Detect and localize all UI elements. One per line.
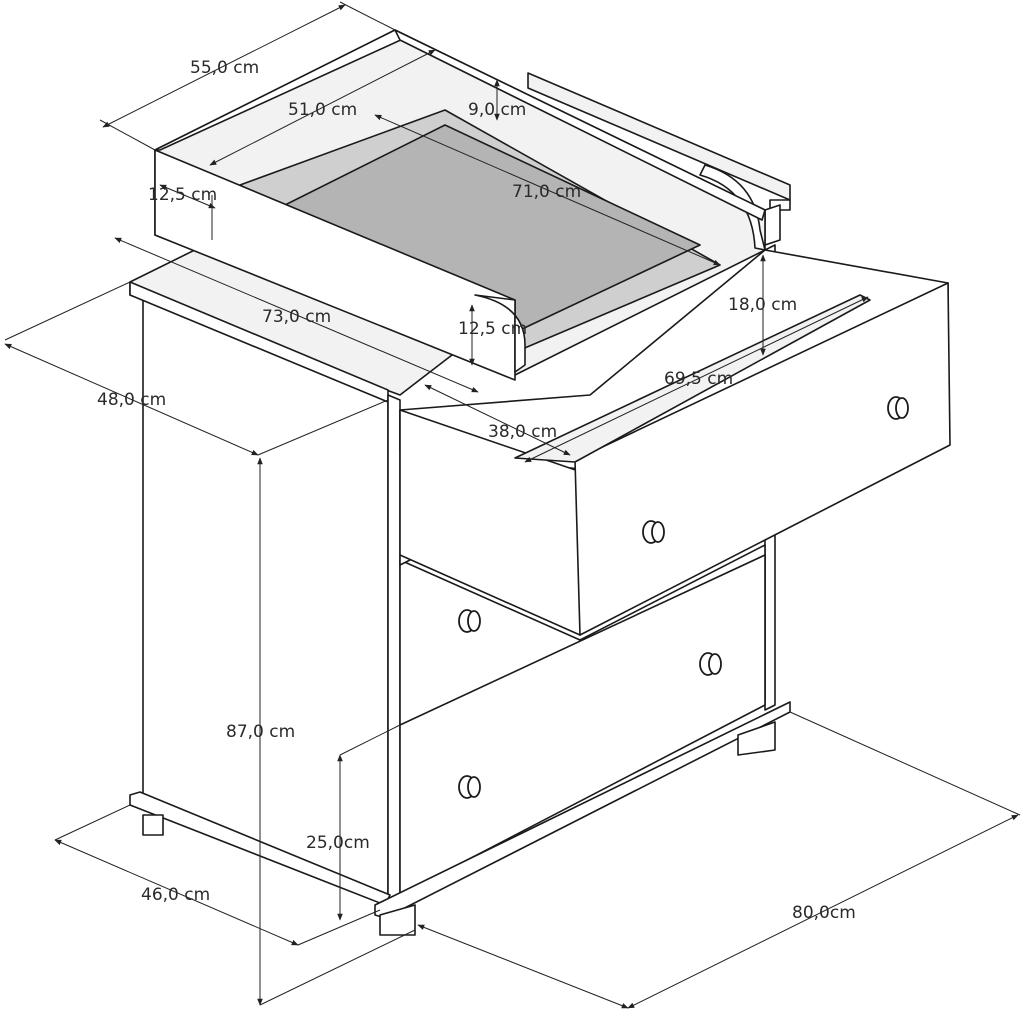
dim-label-drawer-height: 18,0 cm <box>728 295 797 315</box>
dimension-lines <box>4 1 1021 1009</box>
dim-label-top-length: 73,0 cm <box>262 307 331 327</box>
dim-label-base-depth: 46,0 cm <box>141 885 210 905</box>
dim-label-top-inner-width: 51,0 cm <box>288 100 357 120</box>
knob-middle-drawer-right <box>699 652 722 676</box>
knob-bottom-drawer <box>458 775 481 799</box>
dim-label-top-rim-height: 9,0 cm <box>468 100 526 120</box>
dim-label-top-front-rim: 12,5 cm <box>458 319 527 339</box>
bottom-drawer-front <box>399 554 766 896</box>
knob-top-drawer-left <box>642 520 665 544</box>
knob-middle-drawer-left <box>458 609 481 633</box>
dim-label-drawer-depth: 38,0 cm <box>488 422 557 442</box>
dim-label-total-height: 87,0 cm <box>226 722 295 742</box>
dim-label-top-side-rim: 12,5 cm <box>148 185 217 205</box>
dim-label-top-inner-length: 71,0 cm <box>512 182 581 202</box>
dim-label-drawer-length: 69,5 cm <box>664 369 733 389</box>
knob-top-drawer-right <box>887 396 909 420</box>
dim-label-base-width: 80,0cm <box>792 903 856 923</box>
dim-label-top-width: 55,0 cm <box>190 58 259 78</box>
dim-label-body-depth: 48,0 cm <box>97 390 166 410</box>
dim-label-leg-height: 25,0cm <box>306 833 370 853</box>
